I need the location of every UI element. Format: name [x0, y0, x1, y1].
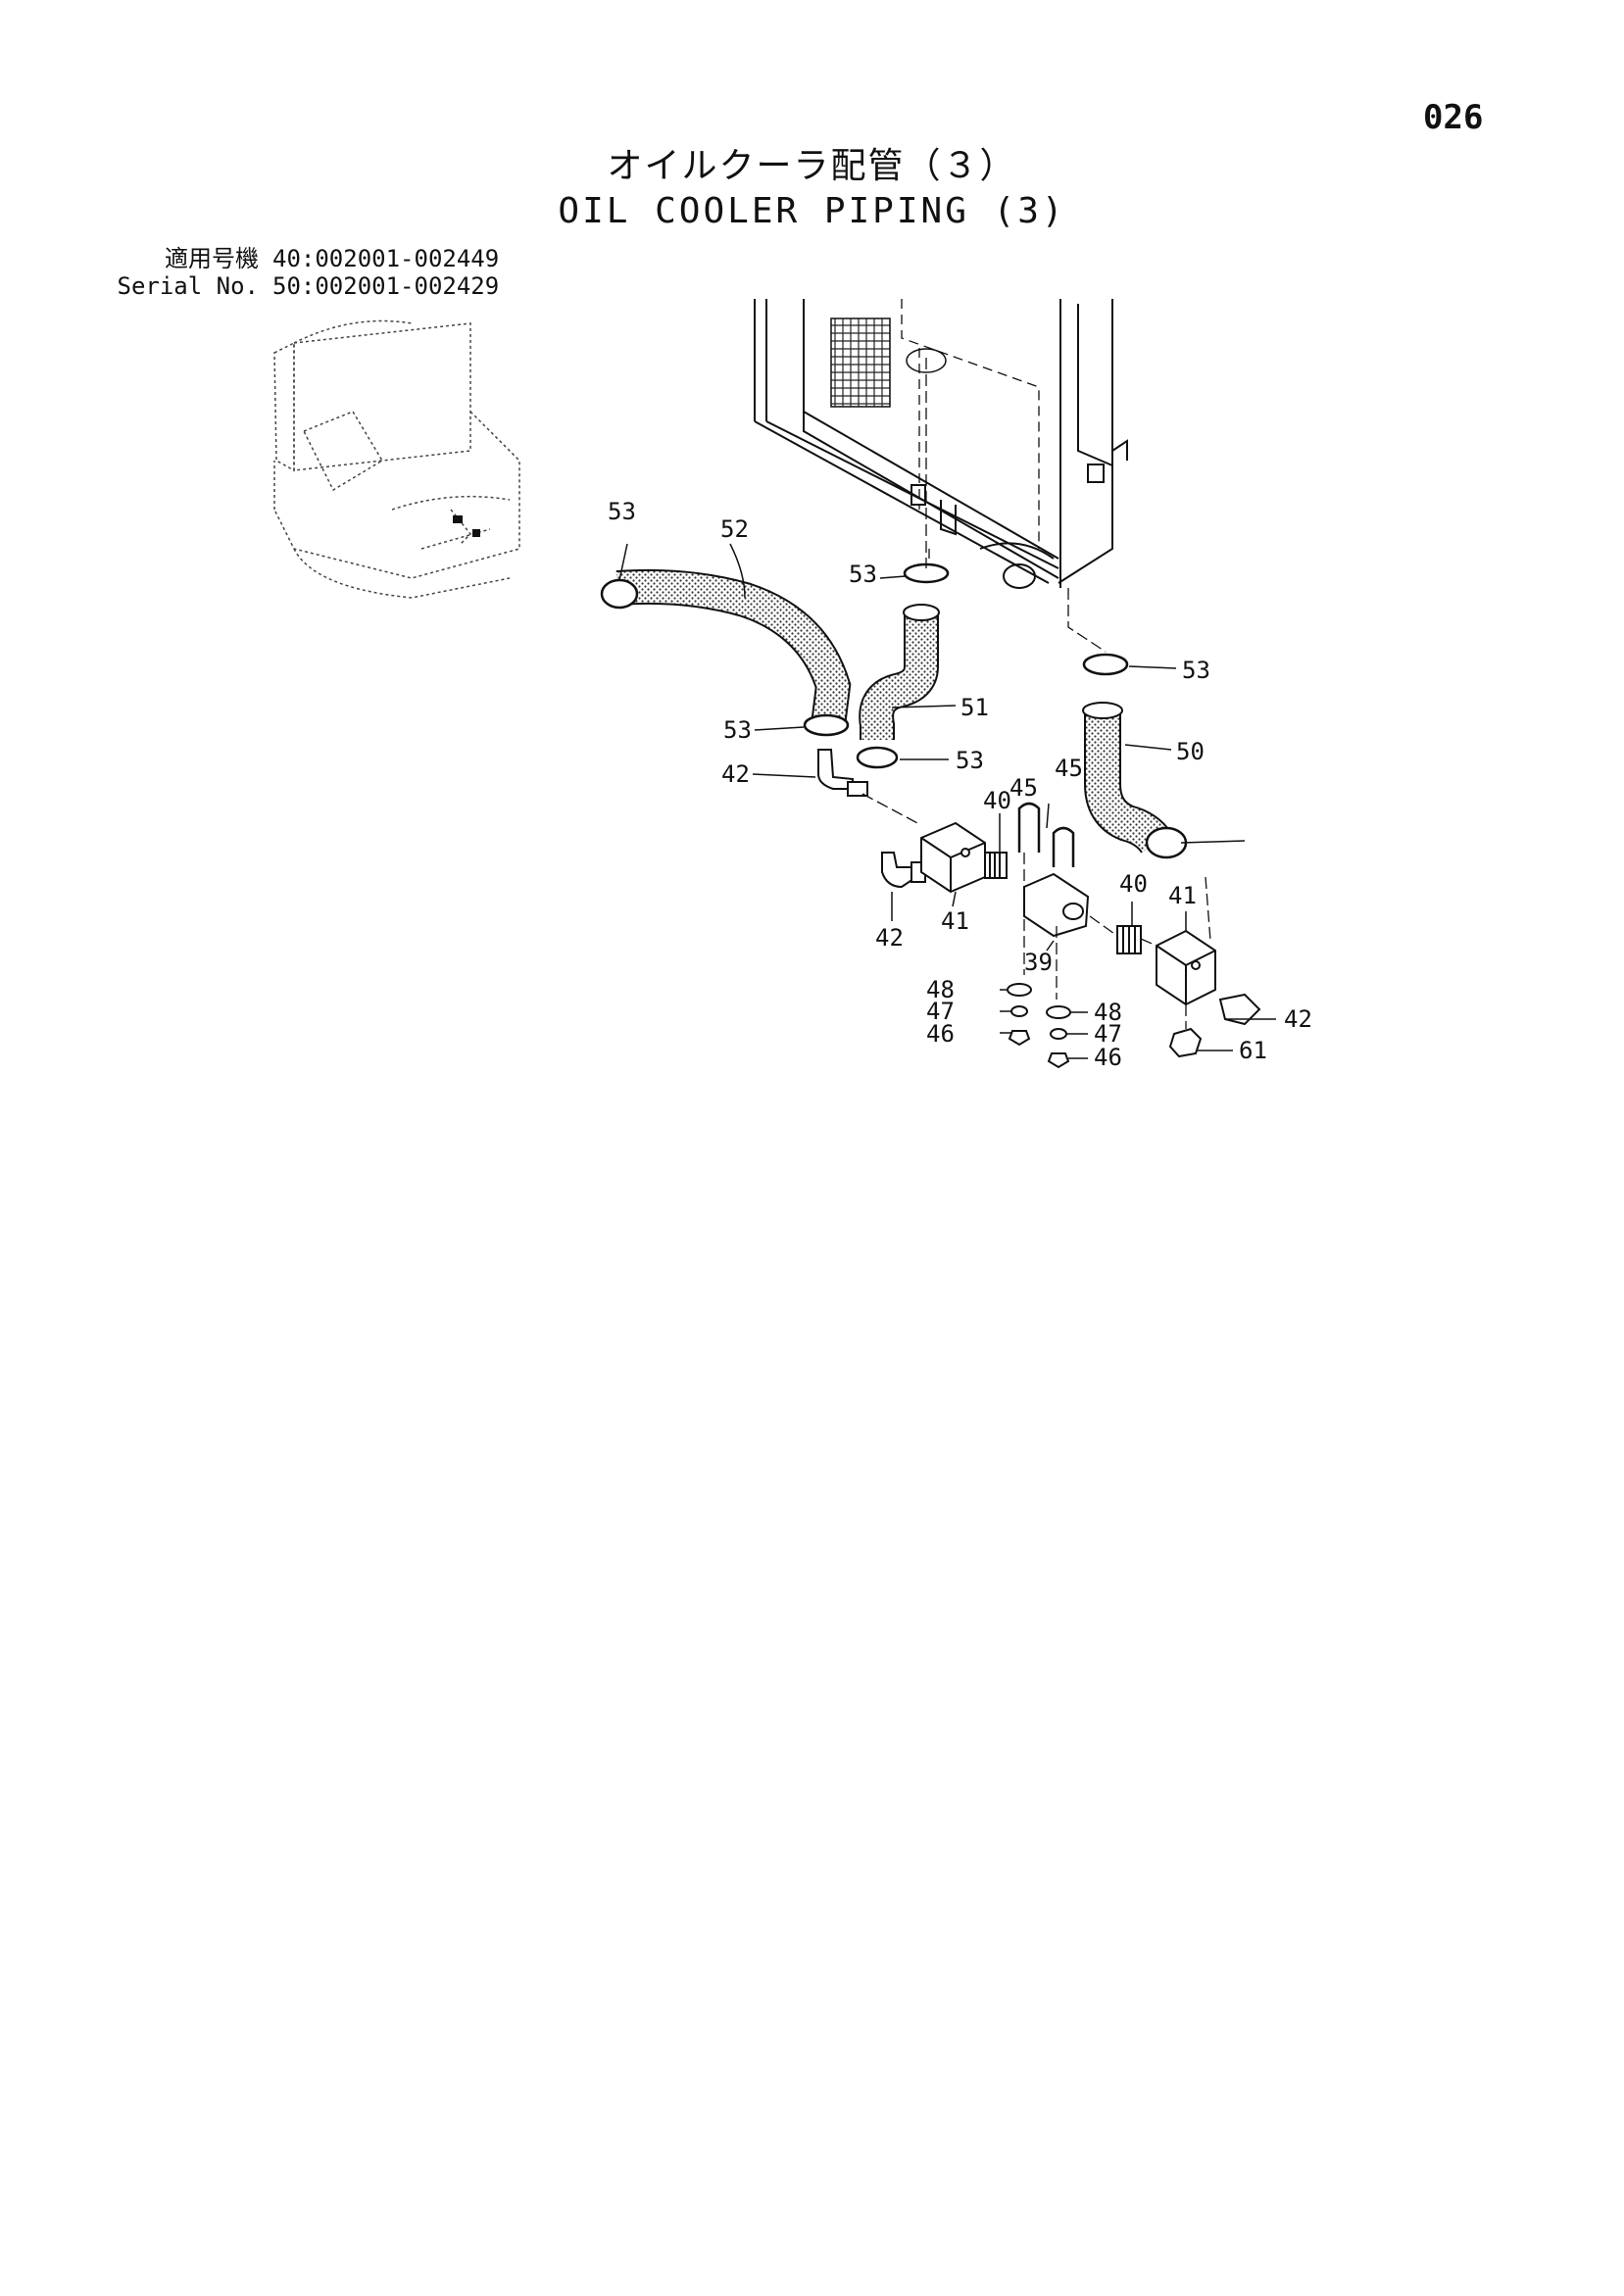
cooler-port: [906, 348, 947, 373]
oil-cooler-unit: [754, 299, 1128, 589]
adapter-40-right: [1116, 925, 1142, 954]
callout-42: 42: [721, 760, 750, 788]
adapter-40-left: [984, 852, 1008, 879]
callout-52: 52: [720, 515, 749, 543]
washers-nuts: [1007, 983, 1071, 1069]
applicability-label-en: Serial No.: [117, 272, 260, 300]
callout-42: 42: [875, 924, 904, 952]
callout-53: 53: [608, 498, 636, 525]
elbow-fitting-42-upper: [817, 749, 868, 797]
callout-45: 45: [1055, 755, 1083, 782]
callout-48: 48: [926, 976, 955, 1003]
elbow-fitting-42-right: [1218, 993, 1261, 1026]
serial-row-2: Serial No. 50:002001-002429: [116, 272, 500, 300]
callout-42: 42: [1284, 1005, 1312, 1033]
page-title-en: OIL COOLER PIPING (3): [558, 191, 1066, 231]
machine-locator-sketch: [273, 319, 520, 599]
callout-61: 61: [1239, 1037, 1267, 1064]
callout-41: 41: [941, 907, 969, 935]
callout-47: 47: [926, 998, 955, 1025]
leader-lines: [618, 543, 1276, 1059]
callout-40: 40: [983, 787, 1011, 814]
tube-39: [1023, 872, 1090, 938]
callout-53: 53: [956, 747, 984, 774]
callout-41: 41: [1168, 882, 1197, 909]
callout-46: 46: [1094, 1044, 1122, 1071]
callout-51: 51: [960, 694, 989, 721]
serial-row-1: 適用号機 40:002001-002449: [116, 245, 499, 272]
serial-range-1: 40:002001-002449: [272, 245, 500, 272]
hose-clamps: [600, 562, 1188, 859]
callout-53: 53: [723, 716, 752, 744]
callout-46: 46: [926, 1020, 955, 1048]
radiator-grille: [830, 318, 891, 408]
callout-45: 45: [1009, 774, 1038, 802]
callout-53: 53: [849, 561, 877, 588]
serial-block: 適用号機 40:002001-002449 Serial No. 50:0020…: [116, 245, 500, 300]
plug-61: [1168, 1027, 1203, 1058]
callout-53: 53: [1182, 657, 1210, 684]
elbow-fitting-42-lower: [881, 852, 926, 889]
u-bolts-45: [1017, 802, 1075, 867]
page-title-jp: オイルクーラ配管（３）: [607, 146, 1017, 186]
page-number: 026: [1423, 98, 1484, 137]
callout-50: 50: [1176, 738, 1205, 765]
valve-block-41-right: [1156, 929, 1216, 1006]
callout-48: 48: [1094, 999, 1122, 1026]
callout-47: 47: [1094, 1020, 1122, 1048]
valve-block-41-left: [920, 821, 986, 894]
assembly-center-lines: [861, 358, 1211, 1029]
serial-range-2: 50:002001-002429: [272, 272, 500, 300]
applicability-label-jp: 適用号機: [165, 245, 259, 272]
callout-40: 40: [1119, 870, 1148, 898]
locator-marker: [453, 515, 480, 537]
callout-39: 39: [1024, 949, 1053, 976]
callouts: 53 52 53 51 53 50 53 42 53 45 45 40 40 4…: [608, 498, 1312, 1071]
